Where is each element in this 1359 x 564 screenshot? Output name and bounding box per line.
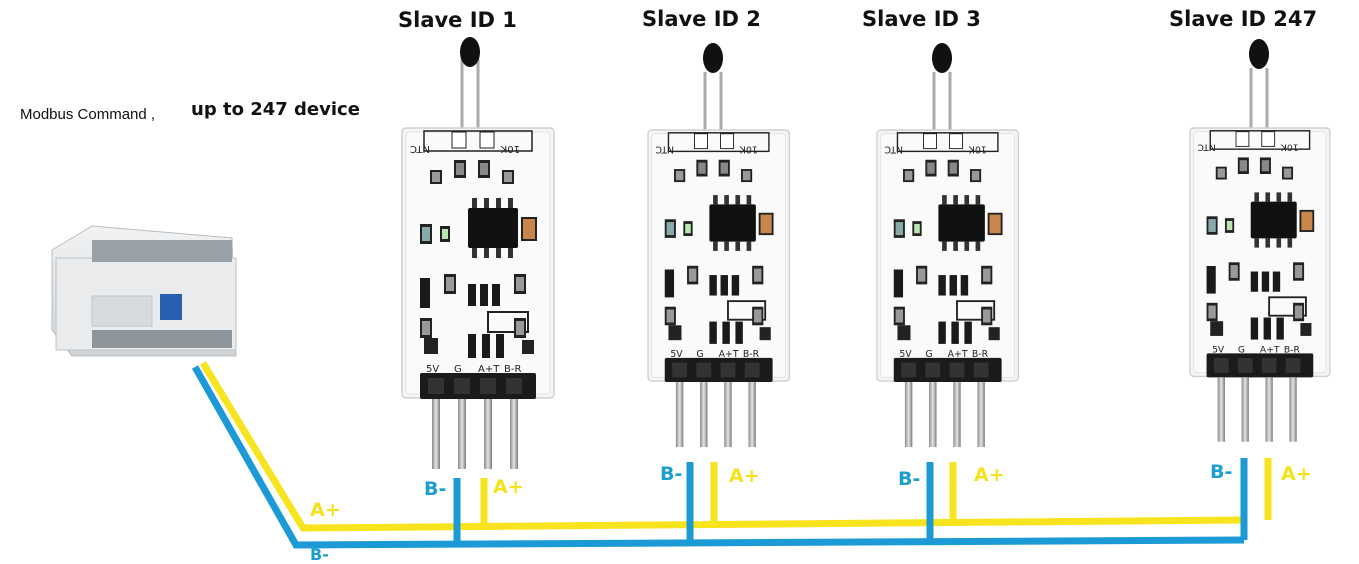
slave-title-2: Slave ID 2 xyxy=(642,7,761,31)
pin-label-g: G xyxy=(1238,344,1245,355)
b-minus-label-3: B- xyxy=(898,468,921,490)
sensor-module-2 xyxy=(647,43,791,449)
pin-label-b-r: B-R xyxy=(504,364,521,375)
module-silkscreen-0: NTC 10K 5V G A+T B-R xyxy=(410,143,521,375)
a-plus-label-247: A+ xyxy=(1281,463,1312,485)
pin-label-g: G xyxy=(454,364,462,375)
pin-label-b-r: B-R xyxy=(972,349,989,360)
module-silkscreen-1: NTC 10K 5V G A+T B-R xyxy=(655,144,759,360)
pin-label-a+t: A+T xyxy=(719,349,739,360)
a-plus-label-1: A+ xyxy=(493,476,524,498)
pin-label-a+t: A+T xyxy=(478,364,500,375)
pin-label-a+t: A+T xyxy=(948,349,968,360)
ntc-label: NTC xyxy=(655,144,674,155)
10k-label: 10K xyxy=(739,144,758,155)
slave-title-247: Slave ID 247 xyxy=(1169,7,1318,31)
sensor-module-247 xyxy=(1189,39,1331,443)
slave-title-1: Slave ID 1 xyxy=(398,8,517,32)
a-plus-label-3: A+ xyxy=(974,464,1005,486)
b-minus-label-1: B- xyxy=(424,478,447,500)
pin-label-a+t: A+T xyxy=(1260,344,1280,355)
sensor-module-1 xyxy=(401,37,555,470)
pin-label-b-r: B-R xyxy=(1284,344,1301,355)
module-silkscreen-3: NTC 10K 5V G A+T B-R xyxy=(1197,142,1300,356)
rs485-bus xyxy=(191,361,1272,549)
b-minus-label-2: B- xyxy=(660,463,683,485)
pin-label-5v: 5V xyxy=(1212,344,1225,355)
ntc-label: NTC xyxy=(884,144,903,155)
pin-label-5v: 5V xyxy=(899,349,912,360)
module-silkscreen-2: NTC 10K 5V G A+T B-R xyxy=(884,144,988,360)
slave-title-3: Slave ID 3 xyxy=(862,7,981,31)
sensor-module-3 xyxy=(876,43,1020,449)
b-minus-label-247: B- xyxy=(1210,461,1233,483)
ntc-label: NTC xyxy=(1197,142,1215,153)
pin-label-g: G xyxy=(925,349,932,360)
pin-label-b-r: B-R xyxy=(743,349,760,360)
plc-controller xyxy=(51,225,237,357)
bus-b-label: B- xyxy=(310,545,329,564)
ntc-label: NTC xyxy=(410,143,430,154)
10k-label: 10K xyxy=(968,144,987,155)
10k-label: 10K xyxy=(1280,142,1299,153)
modbus-command-text: Modbus Command , xyxy=(20,106,156,123)
pin-label-g: G xyxy=(696,349,703,360)
pin-label-5v: 5V xyxy=(670,349,683,360)
pin-label-5v: 5V xyxy=(426,364,439,375)
10k-label: 10K xyxy=(500,143,520,154)
a-plus-label-2: A+ xyxy=(729,465,760,487)
device-limit-text: up to 247 device xyxy=(191,99,360,120)
bus-a-label: A+ xyxy=(310,499,341,521)
